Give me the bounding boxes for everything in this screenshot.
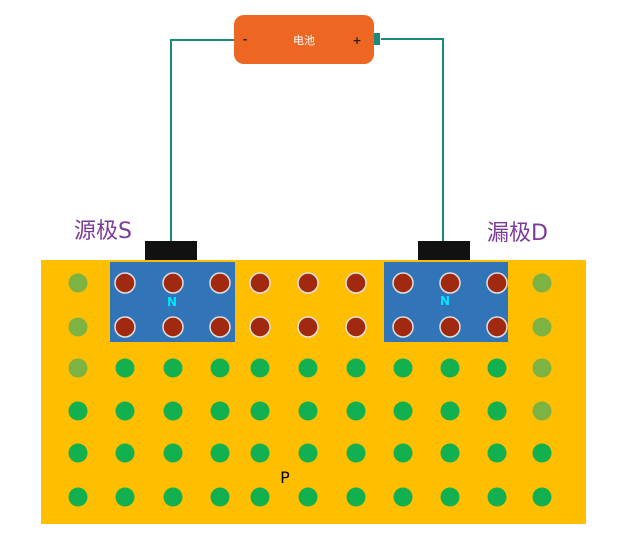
- hole-dot: [487, 487, 507, 507]
- electron-dot: [249, 272, 271, 294]
- hole-dot: [68, 317, 88, 337]
- electron-dot: [486, 316, 508, 338]
- hole-dot: [393, 487, 413, 507]
- hole-dot: [250, 358, 270, 378]
- n-region-drain-label: N: [440, 294, 450, 308]
- battery-positive-tip: [374, 33, 380, 45]
- hole-dot: [393, 443, 413, 463]
- hole-dot: [210, 358, 230, 378]
- hole-dot: [163, 401, 183, 421]
- electron-dot: [392, 272, 414, 294]
- hole-dot: [210, 487, 230, 507]
- hole-dot: [115, 487, 135, 507]
- hole-dot: [487, 443, 507, 463]
- n-region-source-label: N: [167, 295, 177, 309]
- p-substrate-label: P: [280, 468, 290, 487]
- hole-dot: [487, 358, 507, 378]
- hole-dot: [115, 358, 135, 378]
- electron-dot: [297, 272, 319, 294]
- hole-dot: [532, 487, 552, 507]
- battery-body: [234, 15, 374, 64]
- hole-dot: [115, 401, 135, 421]
- hole-dot: [298, 443, 318, 463]
- drain-label: 漏极D: [487, 221, 548, 246]
- hole-dot: [440, 401, 460, 421]
- hole-dot: [68, 443, 88, 463]
- hole-dot: [532, 358, 552, 378]
- hole-dot: [487, 401, 507, 421]
- battery: 电池 - +: [234, 15, 380, 64]
- hole-dot: [68, 273, 88, 293]
- hole-dot: [532, 273, 552, 293]
- source-electrode: [145, 241, 197, 260]
- hole-dot: [346, 487, 366, 507]
- hole-dot: [298, 401, 318, 421]
- hole-dot: [163, 443, 183, 463]
- electron-dot: [162, 316, 184, 338]
- hole-dot: [298, 358, 318, 378]
- hole-dot: [532, 401, 552, 421]
- drain-wire: [381, 38, 444, 241]
- electron-dot: [114, 316, 136, 338]
- electron-dot: [486, 272, 508, 294]
- source-label: 源极S: [74, 219, 132, 244]
- hole-dot: [440, 358, 460, 378]
- hole-dot: [346, 358, 366, 378]
- hole-dot: [250, 443, 270, 463]
- hole-dot: [532, 443, 552, 463]
- hole-dot: [210, 401, 230, 421]
- hole-dot: [440, 487, 460, 507]
- hole-dot: [115, 443, 135, 463]
- electron-dot: [114, 272, 136, 294]
- hole-dot: [440, 443, 460, 463]
- hole-dot: [163, 358, 183, 378]
- hole-dot: [68, 358, 88, 378]
- hole-dot: [250, 487, 270, 507]
- battery-negative-sign: -: [243, 33, 248, 46]
- electron-dot: [345, 272, 367, 294]
- electron-dot: [392, 316, 414, 338]
- hole-dot: [346, 443, 366, 463]
- battery-positive-sign: +: [352, 34, 361, 47]
- electron-dot: [249, 316, 271, 338]
- hole-dot: [68, 401, 88, 421]
- electron-dot: [439, 272, 461, 294]
- electron-dot: [209, 272, 231, 294]
- electron-dot: [439, 316, 461, 338]
- hole-dot: [68, 487, 88, 507]
- hole-dot: [393, 401, 413, 421]
- hole-dot: [250, 401, 270, 421]
- carrier-particles: [68, 272, 552, 507]
- battery-label: 电池: [293, 34, 315, 47]
- electron-dot: [297, 316, 319, 338]
- electron-dot: [345, 316, 367, 338]
- hole-dot: [532, 317, 552, 337]
- hole-dot: [210, 443, 230, 463]
- electron-dot: [162, 272, 184, 294]
- hole-dot: [163, 487, 183, 507]
- electron-dot: [209, 316, 231, 338]
- hole-dot: [346, 401, 366, 421]
- drain-electrode: [418, 241, 470, 260]
- hole-dot: [298, 487, 318, 507]
- source-wire: [170, 39, 236, 241]
- hole-dot: [393, 358, 413, 378]
